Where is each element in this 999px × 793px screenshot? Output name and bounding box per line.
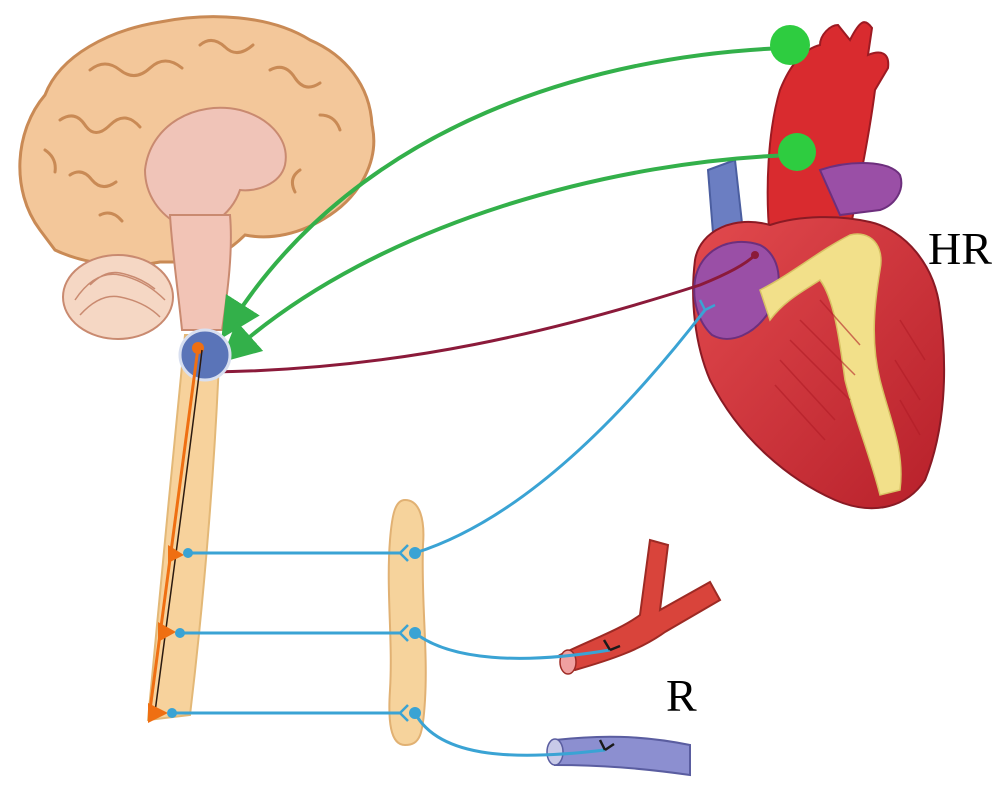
vein xyxy=(547,737,690,775)
vagal-terminal-dot xyxy=(751,251,759,259)
brainstem xyxy=(170,215,231,330)
sympathetic-pathways xyxy=(172,310,705,755)
heart xyxy=(693,22,944,508)
medulla-cardiovascular-center xyxy=(180,330,230,380)
baroreceptor-aortic-arch xyxy=(770,25,810,65)
brain xyxy=(20,17,374,339)
baroreceptor-carotid xyxy=(778,133,816,171)
resistance-label: R xyxy=(666,673,697,719)
heart-rate-label: HR xyxy=(928,226,992,272)
spinal-cord xyxy=(148,335,220,720)
vagal-efferent-line xyxy=(210,255,755,372)
sympathetic-ganglion-chain xyxy=(389,500,426,745)
cerebellum xyxy=(63,255,173,339)
